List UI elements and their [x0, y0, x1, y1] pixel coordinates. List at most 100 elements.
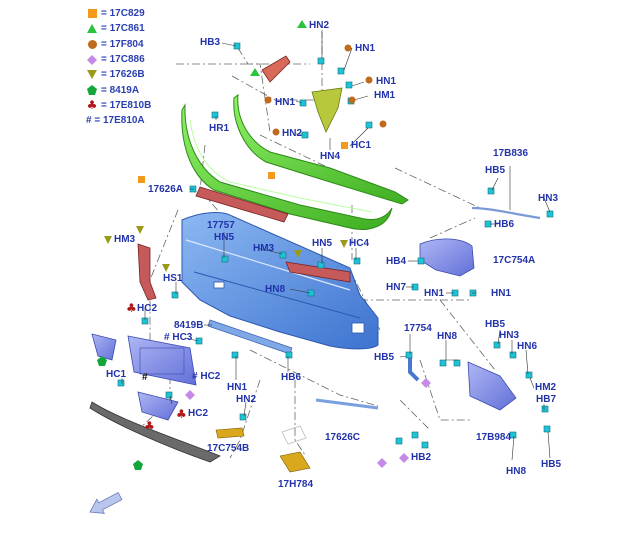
callout-hn2-low: HN2: [236, 394, 257, 405]
callout-hn5-b: HN5: [312, 238, 333, 249]
legend-row-brown-circle: = 17F804: [86, 37, 206, 52]
svg-text:♣: ♣: [126, 301, 137, 315]
callout-hn7: HN7: [386, 282, 407, 293]
callout-hc4: HC4: [349, 238, 370, 249]
callout-hb5-b: HB5: [374, 352, 395, 363]
left-vent: [91, 333, 117, 361]
callout-hb5-a: HB5: [485, 165, 506, 176]
callout-hb5-c: HB5: [485, 319, 506, 330]
legend-label: = 17C829: [101, 8, 145, 20]
callout-hb6-b: HB6: [281, 372, 302, 383]
brown-circle-icon: [86, 38, 98, 50]
lower-air-deflector: [89, 401, 221, 463]
callout-hr1: HR1: [209, 123, 230, 134]
callout-hb4: HB4: [386, 256, 407, 267]
legend-row-violet-diamond: = 17C886: [86, 52, 206, 67]
callout-hn1-c: HN1: [275, 97, 296, 108]
callout-17b984: 17B984: [476, 432, 512, 443]
callout-hb3: HB3: [200, 37, 221, 48]
callout-17757: 17757: [207, 220, 235, 231]
callout-17626c: 17626C: [325, 432, 361, 443]
callout-hb6-a: HB6: [494, 219, 515, 230]
ghost-clip-outline: [281, 425, 307, 445]
callout-hn8-c: HN8: [506, 466, 527, 477]
callout-hb5-d: HB5: [541, 459, 562, 470]
view-direction-arrow-icon: [89, 491, 123, 514]
callout-hn1-a: HN1: [355, 43, 376, 54]
callout-17626a: 17626A: [148, 184, 184, 195]
hash-marker: #: [192, 371, 198, 382]
callout-hc2-c: HC2: [188, 408, 209, 419]
gold-plate-17h784: [279, 451, 311, 473]
right-bracket-17b984: [467, 361, 517, 411]
svg-text:♣: ♣: [144, 419, 155, 433]
reinforcement-17626a: [195, 186, 289, 223]
callout-hb2: HB2: [411, 452, 432, 463]
legend-label: = 8419A: [101, 84, 140, 96]
left-bracket-hm3: [137, 243, 157, 301]
callout-17754: 17754: [404, 323, 432, 334]
callout-hc2-a: HC2: [137, 303, 158, 314]
callout-17c754b: 17C754B: [207, 443, 250, 454]
callout-hn1-b: HN1: [376, 76, 397, 87]
hose-17754: [408, 352, 420, 382]
callout-hn2-top: HN2: [309, 20, 330, 31]
callout-hn3-a: HN3: [538, 193, 559, 204]
callout-hb7: HB7: [536, 394, 557, 405]
red-club-icon: ♣: [86, 98, 98, 113]
grille-strip-hn2: [233, 93, 409, 205]
callout-hn3-b: HN3: [499, 330, 520, 341]
callout-hn1-f: HN1: [227, 382, 248, 393]
green-triangle-icon: [86, 23, 98, 35]
callout-hm1: HM1: [374, 90, 396, 101]
callout-hn8-b: HN8: [437, 331, 458, 342]
callout-hn6: HN6: [517, 341, 538, 352]
legend-label: = 17C861: [101, 23, 145, 35]
wire-17b836: [471, 206, 541, 220]
hash-marker-grille: #: [142, 372, 148, 383]
callout-hn4: HN4: [320, 151, 341, 162]
gold-bracket-17c754b: [215, 427, 245, 439]
callout-hs1: HS1: [163, 273, 183, 284]
callout-hn5-a: HN5: [214, 232, 235, 243]
callout-8419b: 8419B: [174, 320, 204, 331]
callout-hc2-b: # HC2: [192, 371, 220, 382]
legend-label: # = 17E810A: [86, 115, 145, 127]
olive-triangle-down-icon: [86, 69, 98, 81]
bumper-cover-17757: [181, 212, 379, 350]
fastener-clips: [117, 42, 554, 449]
center-bracket-hc4: [285, 261, 351, 283]
legend-row-hash: # = 17E810A: [86, 113, 206, 128]
legend-row-red-club: ♣ = 17E810B: [86, 98, 206, 113]
callout-17c754a: 17C754A: [493, 255, 536, 266]
callout-hn1-d: HN1: [424, 288, 445, 299]
part-markers: ♣ ♣ ♣ #: [97, 20, 431, 470]
callout-hc1: HC1: [351, 140, 372, 151]
svg-text:♣: ♣: [176, 407, 187, 421]
legend-label: = 17C886: [101, 54, 145, 66]
grille-frame-8419b: [127, 335, 197, 386]
hash-marker: #: [164, 332, 170, 343]
callout-17b836: 17B836: [493, 148, 529, 159]
legend-row-green-pentagon: = 8419A: [86, 82, 206, 97]
symbol-legend: = 17C829 = 17C861 = 17F804 = 17C886 = 17…: [86, 6, 206, 128]
violet-diamond-icon: [86, 54, 98, 66]
legend-label: = 17F804: [101, 38, 144, 50]
callout-hm3-b: HM3: [253, 243, 275, 254]
green-pentagon-icon: [86, 84, 98, 96]
legend-row-olive-triangle-down: = 17626B: [86, 67, 206, 82]
callout-hc2-b-text: HC2: [200, 371, 221, 382]
callout-hc3: # HC3: [164, 332, 192, 343]
center-bracket-hm1: [311, 87, 343, 133]
fog-lamp-cover: [137, 391, 179, 421]
callout-hc1-b: HC1: [106, 369, 127, 380]
upper-valance-hr1: [181, 103, 393, 230]
callout-hn2-mid: HN2: [282, 128, 303, 139]
leader-lines: [121, 32, 551, 461]
callout-hn1-e: HN1: [491, 288, 512, 299]
lower-strip-17626c: [315, 398, 379, 410]
legend-row-green-triangle: = 17C861: [86, 21, 206, 36]
legend-label: = 17E810B: [101, 99, 152, 111]
callout-hn8-a: HN8: [265, 284, 286, 295]
